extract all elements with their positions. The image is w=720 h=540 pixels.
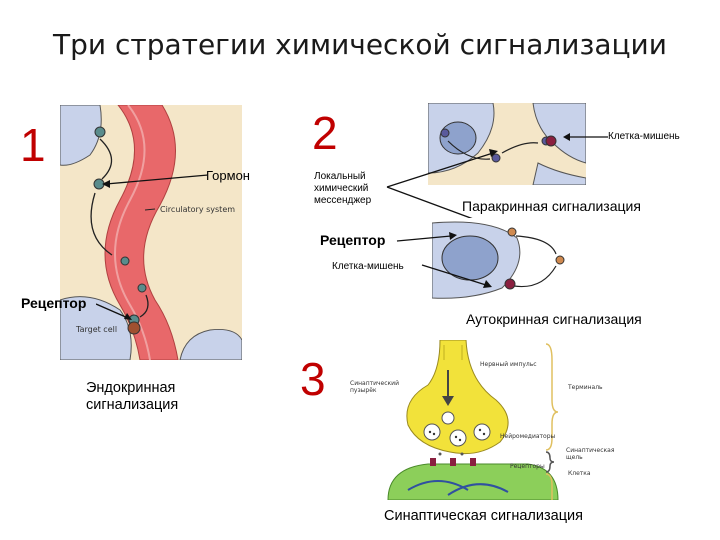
receptor-left-arrow: [96, 302, 136, 322]
receptor-left-label: Рецептор: [21, 295, 86, 311]
section-number-3: 3: [300, 352, 326, 406]
receptor-mid-label: Рецептор: [320, 232, 385, 248]
synaptic-cleft-label: Синаптическая щель: [566, 447, 606, 461]
terminal-label: Терминаль: [568, 384, 603, 391]
target-cell-mid-label: Клетка-мишень: [332, 261, 404, 273]
neurotransmitters-label: Нейромедиаторы: [500, 433, 555, 440]
hormone-label: Гормон: [206, 168, 250, 183]
hormone-arrow: [100, 170, 210, 190]
target-cell-top-label: Клетка-мишень: [608, 131, 680, 143]
receptor-mid-arrow: [395, 232, 460, 250]
target-cell-top-arrow: [560, 130, 610, 144]
next-cell-label: Клетка: [568, 470, 591, 477]
section-number-1: 1: [20, 118, 46, 172]
endocrine-illustration: [60, 105, 242, 360]
section-number-2: 2: [312, 106, 338, 160]
paracrine-label: Паракринная сигнализация: [462, 198, 641, 214]
endocrine-label: Эндокринная сигнализация: [86, 380, 216, 414]
receptors-label: Рецепторы: [510, 463, 545, 470]
target-cell-en-label: Target cell: [76, 326, 117, 333]
autocrine-label: Аутокринная сигнализация: [466, 311, 642, 327]
synaptic-vesicles-label: Синаптический пузырёк: [350, 380, 400, 394]
synaptic-label: Синаптическая сигнализация: [384, 508, 583, 524]
page-title: Три стратегии химической сигнализации: [0, 28, 720, 61]
target-cell-mid-arrow: [420, 255, 495, 295]
circulatory-system-label: Circulatory system: [160, 206, 235, 213]
nerve-impulse-label: Нервный импульс: [480, 361, 537, 368]
synaptic-illustration: [378, 340, 578, 500]
